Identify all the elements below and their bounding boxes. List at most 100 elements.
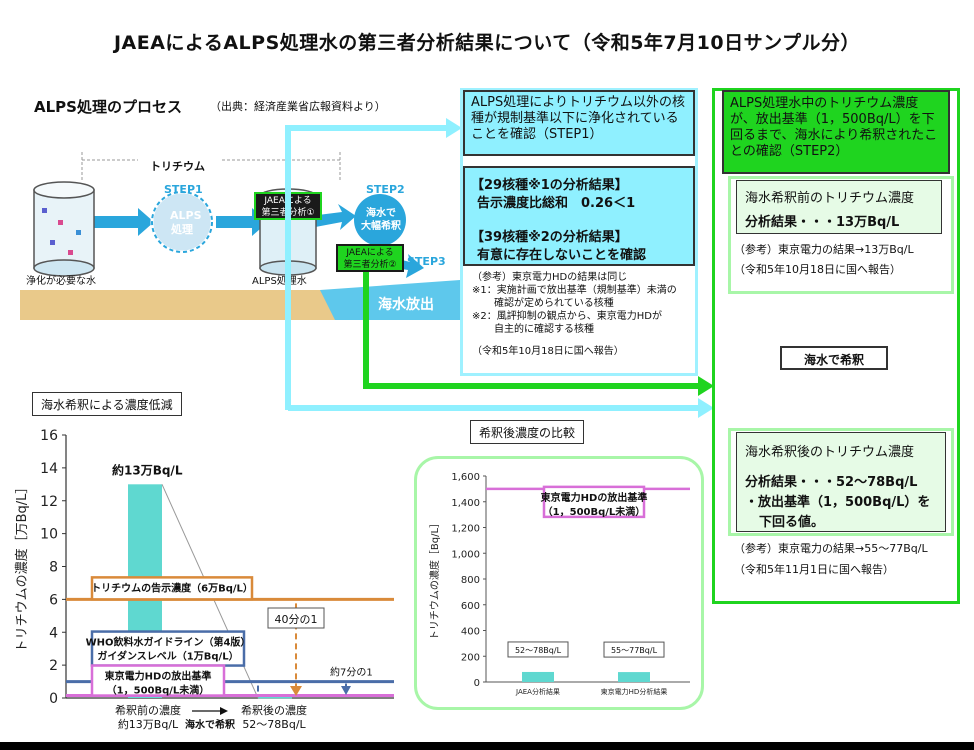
after-dilution-box: 海水希釈後のトリチウム濃度 分析結果・・・52～78Bq/L ・放出基準（1，5… bbox=[736, 432, 946, 532]
jaea-analysis-2-badge: JAEAによる 第三者分析② bbox=[336, 244, 404, 272]
bar-value-label: 52～78Bq/L bbox=[515, 646, 562, 655]
before-dilution-box: 海水希釈前のトリチウム濃度 分析結果・・・13万Bq/L bbox=[736, 180, 942, 234]
x-arrow-label: 海水で希釈 bbox=[185, 718, 236, 731]
dilute-label-1: 海水で bbox=[366, 208, 396, 219]
y-tick-label: 12 bbox=[40, 494, 58, 510]
step1-header-box: ALPS処理によりトリチウム以外の核種が規制基準以下に浄化されていることを確認（… bbox=[463, 90, 695, 156]
before-dilution-title: 海水希釈前のトリチウム濃度 bbox=[745, 191, 915, 206]
bar-value-box bbox=[507, 641, 569, 658]
water-before-label: 浄化が必要な水 bbox=[26, 276, 96, 287]
x-tick-label: JAEA分析結果 bbox=[515, 687, 560, 696]
threshold-who-text: WHO飲料水ガイドライン（第4版） bbox=[86, 636, 251, 649]
threshold-tepco-right-box bbox=[542, 485, 646, 519]
arrow-7x-head bbox=[341, 686, 351, 695]
bar-tepco bbox=[618, 672, 650, 682]
release-label: 海水放出 bbox=[378, 297, 434, 313]
y-axis-label: トリチウムの濃度［Bq/L］ bbox=[428, 518, 441, 640]
step1-note-1: （参考）東京電力HDの結果は同じ bbox=[472, 272, 628, 283]
chart-dilution-comparison: 0 200 400 600 800 1,000 1,200 1,400 1,600 トリチウムの濃… bbox=[428, 472, 690, 696]
after-dilution-ref: （参考）東京電力の結果→55～77Bq/L bbox=[734, 542, 928, 555]
y-tick-label: 600 bbox=[461, 601, 480, 612]
y-tick-label: 200 bbox=[461, 652, 480, 663]
threshold-tepco-right-text: （1，500Bq/L未満） bbox=[543, 505, 646, 518]
arrow-40x-head bbox=[290, 686, 302, 696]
threshold-notification-box bbox=[90, 576, 254, 601]
process-source: （出典：経済産業省広報資料より） bbox=[210, 100, 386, 113]
chart-dilution-reduction: 0 2 4 6 8 10 12 14 16 トリチウムの濃度［万Bq/L］ 約13万Bq/L トリチウ… bbox=[14, 428, 394, 731]
step1-note-2: ※1：実施計画で放出基準（規制基準）未満の bbox=[472, 285, 677, 296]
after-dilution-title: 海水希釈後のトリチウム濃度 bbox=[745, 445, 915, 460]
y-tick-label: 400 bbox=[461, 627, 480, 638]
before-dilution-value: 分析結果・・・13万Bq/L bbox=[745, 215, 900, 230]
annotation-7x: 約7分の1 bbox=[330, 666, 373, 679]
y-tick-label: 2 bbox=[49, 658, 58, 674]
step1-note-4: ※2：風評抑制の観点から、東京電力HDが bbox=[472, 311, 662, 322]
result1-value: 告示濃度比総和 0.26＜1 bbox=[477, 196, 636, 211]
dilute-label-2: 大幅希釈 bbox=[361, 221, 401, 232]
step1-report: （令和5年10月18日に国へ報告） bbox=[472, 346, 624, 357]
threshold-tepco-right-text: 東京電力HDの放出基準 bbox=[541, 491, 648, 504]
bar-after-dilution bbox=[258, 696, 292, 699]
chart-left-label: 海水希釈による濃度低減 bbox=[32, 392, 182, 416]
step2-label: STEP2 bbox=[366, 183, 405, 196]
dilute-with-seawater-label: 海水で希釈 bbox=[780, 346, 888, 370]
x-arrow-head bbox=[220, 707, 228, 715]
y-tick-label: 1,400 bbox=[451, 498, 480, 509]
y-tick-label: 1,200 bbox=[451, 524, 480, 535]
y-tick-label: 4 bbox=[49, 625, 58, 641]
process-title: ALPS処理のプロセス bbox=[34, 98, 182, 116]
after-dilution-report: （令和5年11月1日に国へ報告） bbox=[734, 563, 894, 576]
x-value-before: 約13万Bq/L bbox=[118, 717, 179, 731]
step2-header: ALPS処理水中のトリチウム濃度が、放出基準（1，500Bq/L）を下回るまで、… bbox=[730, 96, 938, 159]
step1-header: ALPS処理によりトリチウム以外の核種が規制基準以下に浄化されていることを確認（… bbox=[471, 95, 685, 142]
after-dilution-value-3: 下回る値。 bbox=[759, 515, 825, 530]
before-dilution-report: （令和5年10月18日に国へ報告） bbox=[734, 263, 901, 276]
threshold-tepco-text: （1，500Bq/L未満） bbox=[107, 684, 210, 697]
sea bbox=[320, 280, 460, 320]
y-tick-label: 16 bbox=[40, 428, 58, 444]
alps-label-2: 処理 bbox=[171, 223, 193, 236]
bar-value-box bbox=[603, 641, 665, 658]
after-dilution-value: 分析結果・・・52～78Bq/L bbox=[745, 475, 918, 490]
step1-note-3: 確認が定められている核種 bbox=[494, 298, 614, 309]
y-tick-label: 6 bbox=[49, 592, 58, 608]
step1-label: STEP1 bbox=[164, 183, 203, 196]
y-tick-label: 8 bbox=[49, 560, 58, 576]
threshold-who-text: ガイダンスレベル（1万Bq/L） bbox=[97, 650, 238, 663]
chart-right-frame bbox=[414, 456, 704, 710]
y-tick-label: 800 bbox=[461, 575, 480, 586]
jaea-analysis-2-line1: JAEAによる bbox=[346, 248, 394, 258]
result1-title: 【29核種※1の分析結果】 bbox=[471, 178, 628, 193]
after-dilution-value-2: ・放出基準（1，500Bq/L）を bbox=[745, 495, 931, 510]
x-value-after: 52～78Bq/L bbox=[242, 718, 306, 731]
result2-value: 有意に存在しないことを確認 bbox=[477, 248, 647, 263]
threshold-notification-text: トリチウムの告示濃度（6万Bq/L） bbox=[91, 581, 253, 594]
x-label-before: 希釈前の濃度 bbox=[115, 703, 181, 717]
water-after-label: ALPS処理水 bbox=[252, 276, 307, 287]
step3-label: STEP3 bbox=[407, 255, 446, 268]
result2-title: 【39核種※2の分析結果】 bbox=[471, 230, 628, 245]
chart-right-label: 希釈後濃度の比較 bbox=[470, 420, 585, 444]
y-tick-label: 10 bbox=[40, 527, 58, 543]
step1-result-box: 【29核種※1の分析結果】 告示濃度比総和 0.26＜1 【39核種※2の分析結… bbox=[463, 166, 695, 266]
y-tick-label: 1,000 bbox=[451, 549, 480, 560]
annotation-40x: 40分の1 bbox=[275, 613, 318, 626]
y-tick-label: 0 bbox=[49, 691, 58, 707]
ground bbox=[20, 290, 335, 320]
y-tick-label: 14 bbox=[40, 461, 58, 477]
bar-value-label: 55～77Bq/L bbox=[611, 646, 658, 655]
threshold-tepco-box bbox=[90, 664, 226, 697]
step1-note-5: 自主的に確認する核種 bbox=[494, 324, 594, 335]
y-tick-label: 0 bbox=[474, 678, 480, 689]
bar-jaea bbox=[522, 671, 554, 682]
before-dilution-ref: （参考）東京電力の結果→13万Bq/L bbox=[734, 243, 914, 256]
x-tick-label: 東京電力HD分析結果 bbox=[601, 687, 668, 696]
tritium-label: トリチウム bbox=[150, 160, 205, 173]
page-title: JAEAによるALPS処理水の第三者分析結果について（令和5年7月10日サンプル… bbox=[113, 32, 861, 54]
bar-before-label: 約13万Bq/L bbox=[112, 462, 183, 477]
y-tick-label: 1,600 bbox=[451, 472, 480, 483]
step2-header-box: ALPS処理水中のトリチウム濃度が、放出基準（1，500Bq/L）を下回るまで、… bbox=[722, 90, 950, 174]
y-axis-label: トリチウムの濃度［万Bq/L］ bbox=[14, 481, 30, 653]
x-label-after: 希釈後の濃度 bbox=[241, 703, 307, 717]
